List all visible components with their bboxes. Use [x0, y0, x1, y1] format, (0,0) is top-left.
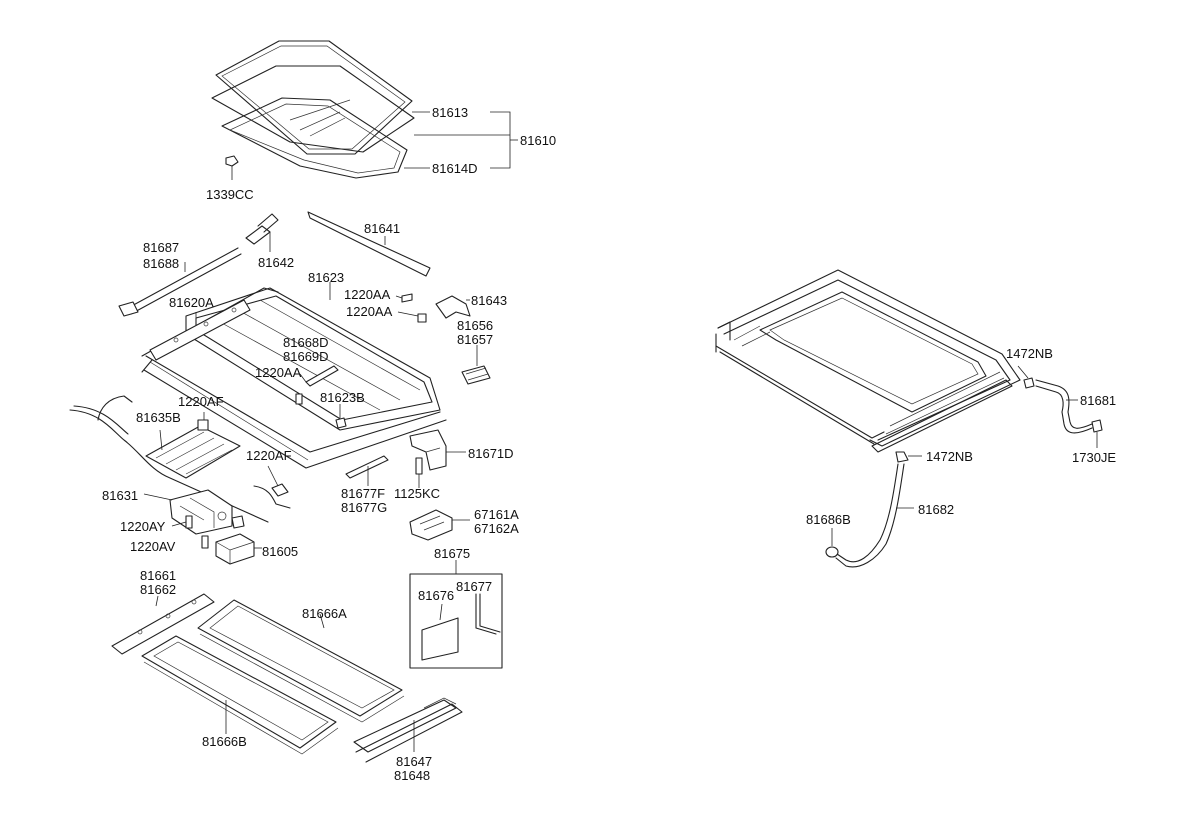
label-81675: 81675: [434, 546, 470, 561]
label-1472NB-top: 1472NB: [1006, 346, 1053, 361]
part-number-labels: 81613 81610 81614D 1339CC 81641 81687 81…: [102, 105, 1116, 783]
label-1220AA-low: 1220AA: [255, 365, 302, 380]
label-81623B: 81623B: [320, 390, 365, 405]
label-1125KC: 1125KC: [394, 486, 440, 501]
label-81687: 81687: [143, 240, 179, 255]
label-81677: 81677: [456, 579, 492, 594]
label-81681: 81681: [1080, 393, 1116, 408]
label-81688: 81688: [143, 256, 179, 271]
label-81666A: 81666A: [302, 606, 347, 621]
label-1220AF-right: 1220AF: [246, 448, 292, 463]
label-81671D: 81671D: [468, 446, 514, 461]
label-1220AA-top: 1220AA: [344, 287, 391, 302]
label-81657: 81657: [457, 332, 493, 347]
label-81647: 81647: [396, 754, 432, 769]
label-81635B: 81635B: [136, 410, 181, 425]
label-81677G: 81677G: [341, 500, 387, 515]
label-67161A: 67161A: [474, 507, 519, 522]
label-81643: 81643: [471, 293, 507, 308]
label-81631: 81631: [102, 488, 138, 503]
label-81656: 81656: [457, 318, 493, 333]
label-1220AA-mid: 1220AA: [346, 304, 393, 319]
label-81682: 81682: [918, 502, 954, 517]
label-81677F: 81677F: [341, 486, 385, 501]
label-81669D: 81669D: [283, 349, 329, 364]
label-81613: 81613: [432, 105, 468, 120]
label-81662: 81662: [140, 582, 176, 597]
label-1472NB-bottom: 1472NB: [926, 449, 973, 464]
sunroof-glass-assembly: [211, 40, 518, 180]
label-81648: 81648: [394, 768, 430, 783]
label-81614D: 81614D: [432, 161, 478, 176]
label-1339CC: 1339CC: [206, 187, 254, 202]
label-81610: 81610: [520, 133, 556, 148]
label-1730JE: 1730JE: [1072, 450, 1116, 465]
drive-cables-and-frame: [118, 211, 491, 469]
label-81605: 81605: [262, 544, 298, 559]
label-81661: 81661: [140, 568, 176, 583]
label-81686B: 81686B: [806, 512, 851, 527]
label-81676: 81676: [418, 588, 454, 603]
label-81668D: 81668D: [283, 335, 329, 350]
label-1220AF-top: 1220AF: [178, 394, 224, 409]
label-81620A: 81620A: [169, 295, 214, 310]
sunroof-frame-drain-assembly: [715, 269, 1103, 568]
label-81666B: 81666B: [202, 734, 247, 749]
repair-kit-box: [409, 560, 503, 669]
label-1220AV: 1220AV: [130, 539, 176, 554]
label-1220AY: 1220AY: [120, 519, 166, 534]
sunshade-assembly: [111, 593, 463, 763]
label-81623: 81623: [308, 270, 344, 285]
label-67162A: 67162A: [474, 521, 519, 536]
brackets-and-bolts: [345, 429, 470, 541]
label-81642: 81642: [258, 255, 294, 270]
motor-and-cables: [69, 395, 291, 565]
label-81641: 81641: [364, 221, 400, 236]
